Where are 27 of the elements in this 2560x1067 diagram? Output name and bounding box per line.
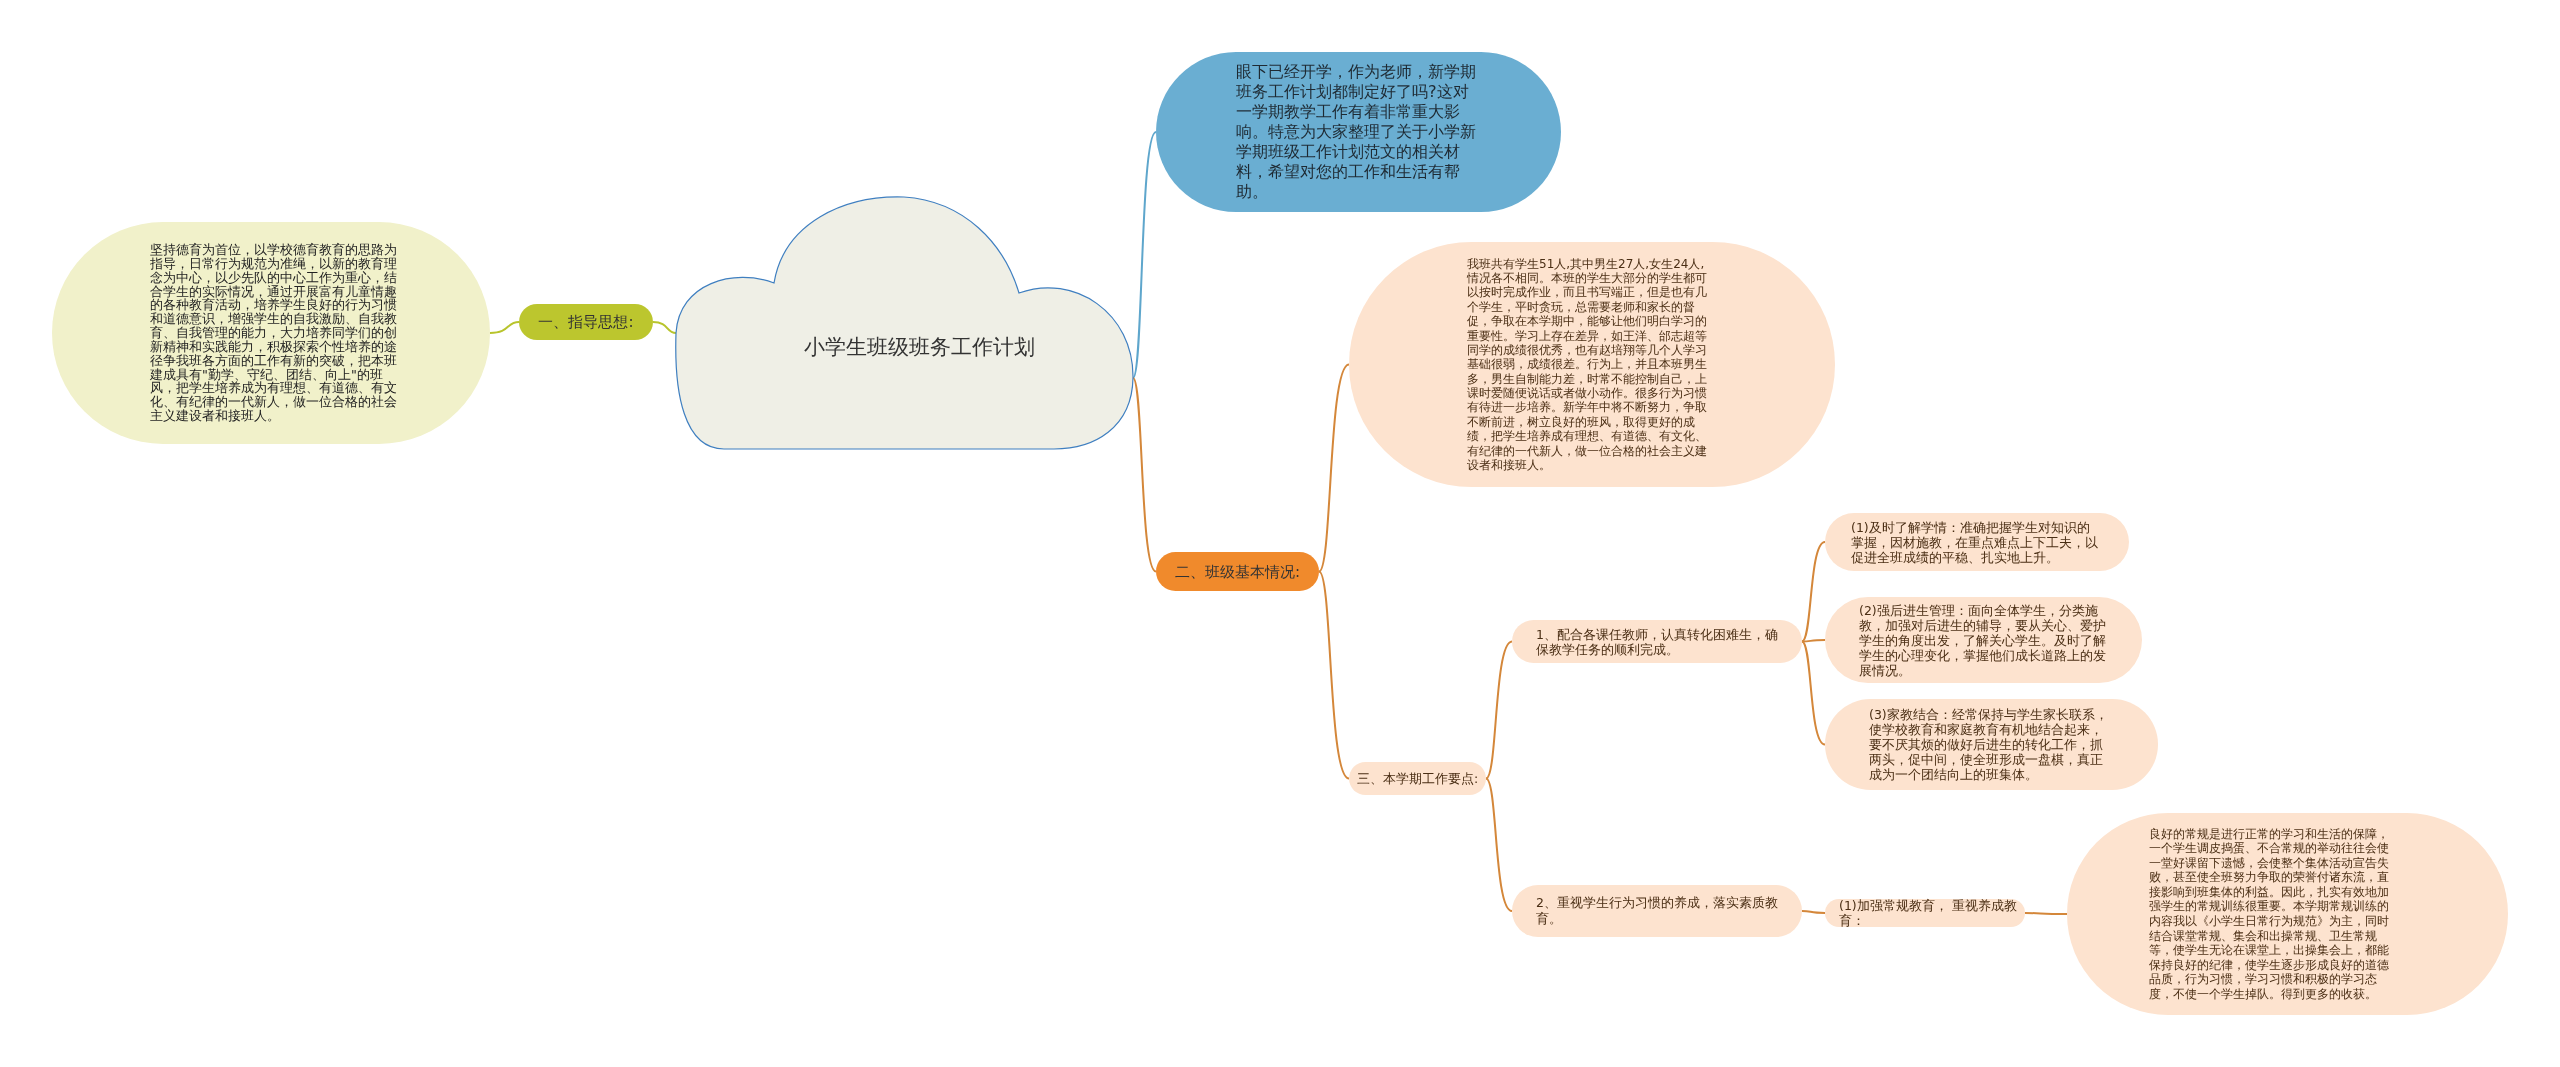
text-bubble: (1)加强常规教育， 重视养成教育： bbox=[1825, 899, 2025, 927]
text-bubble: 我班共有学生51人,其中男生27人,女生24人,情况各不相同。本班的学生大部分的学生都可以按时完成作业，而且书写端正，但是也有几个学生，平时贪玩，总需要老师和家长的督促，争取在本学期中，能够让他们明白学习的重要性。学习上存在差异，如王洋、邰志超等同学的成绩很优秀，也有赵培翔等几个人学习基础很弱，成绩很差。行为上，并且本班男生多，男生自制能力差，时常不能控制自己，上课时爱随便说话或者做小动作。很多行为习惯有待进一步培养。新学年中将不断努力，争取不断前进，树立良好的班风，取得更好的成绩，把学生培养成有理想、有道德、有文化、有纪律的一代新人，做一位合格的社会主义建设者和接班人。 bbox=[1349, 242, 1835, 487]
connector-line bbox=[1485, 640, 1513, 780]
text-bubble: 眼下已经开学，作为老师，新学期班务工作计划都制定好了吗?这对一学期教学工作有着非常重大影响。特意为大家整理了关于小学新学期班级工作计划范文的相关材料，希望对您的工作和生活有帮助。 bbox=[1156, 52, 1561, 212]
connector-line bbox=[2024, 912, 2068, 915]
connector-line bbox=[1801, 640, 1826, 746]
topic-pill: 二、班级基本情况: bbox=[1156, 552, 1319, 591]
connector-line bbox=[1485, 777, 1513, 912]
connector-line bbox=[1318, 570, 1350, 780]
connector-line bbox=[489, 321, 520, 334]
cloud: 小学生班级班务工作计划 bbox=[674, 193, 1135, 452]
connector-line bbox=[652, 321, 677, 334]
topic-pill: 三、本学期工作要点: bbox=[1349, 762, 1486, 795]
topic-pill: 一、指导思想: bbox=[519, 304, 653, 340]
connector-line bbox=[1801, 910, 1826, 914]
text-bubble: 坚持德育为首位，以学校德育教育的思路为指导，日常行为规范为准绳，以新的教育理念为中心，以少先队的中心工作为重心，结合学生的实际情况，通过开展富有儿童情趣的各种教育活动，培养学生良好的行为习惯和道德意识，增强学生的自我激励、自我教育、自我管理的能力，大力培养同学们的创新精神和实践能力，积极探索个性培养的途径争我班各方面的工作有新的突破，把本班建成具有"勤学、守纪、团结、向上"的班风，把学生培养成为有理想、有道德、有文化、有纪律的一代新人，做一位合格的社会主义建设者和接班人。 bbox=[52, 222, 490, 444]
text-bubble: (3)家教结合：经常保持与学生家长联系，使学校教育和家庭教育有机地结合起来，要不厌其烦的做好后进生的转化工作，抓两头，促中间，使全班形成一盘棋，真正成为一个团结向上的班集体。 bbox=[1825, 699, 2158, 790]
text-bubble: 良好的常规是进行正常的学习和生活的保障，一个学生调皮捣蛋、不合常规的举动往往会使一堂好课留下遗憾，会使整个集体活动宣告失败，甚至使全班努力争取的荣誉付诸东流，直接影响到班集体的利益。因此，扎实有效地加强学生的常规训练很重要。本学期常规训练的内容我以《小学生日常行为规范》为主，同时结合课堂常规、集会和出操常规、卫生常规等，使学生无论在课堂上，出操集会上，都能保持良好的纪律，使学生逐步形成良好的道德品质，行为习惯，学习习惯和积极的学习态度，不使一个学生掉队。得到更多的收获。 bbox=[2067, 813, 2508, 1015]
connector-line bbox=[1132, 377, 1157, 573]
connector-line bbox=[1318, 363, 1350, 573]
connector-line bbox=[1801, 639, 1826, 643]
connector-line bbox=[1132, 131, 1157, 379]
text-bubble: 1、配合各课任教师，认真转化困难生，确保教学任务的顺利完成。 bbox=[1512, 620, 1802, 663]
text-bubble: (1)及时了解学情：准确把握学生对知识的掌握，因材施教，在重点难点上下工夫，以促进全班成绩的平稳、扎实地上升。 bbox=[1825, 513, 2129, 571]
text-bubble: (2)强后进生管理：面向全体学生，分类施教，加强对后进生的辅导，要从关心、爱护学生的角度出发，了解关心学生。及时了解学生的心理变化，掌握他们成长道路上的发展情况。 bbox=[1825, 597, 2142, 683]
connector-line bbox=[1801, 541, 1826, 643]
text-bubble: 2、重视学生行为习惯的养成，落实素质教育。 bbox=[1512, 885, 1802, 937]
